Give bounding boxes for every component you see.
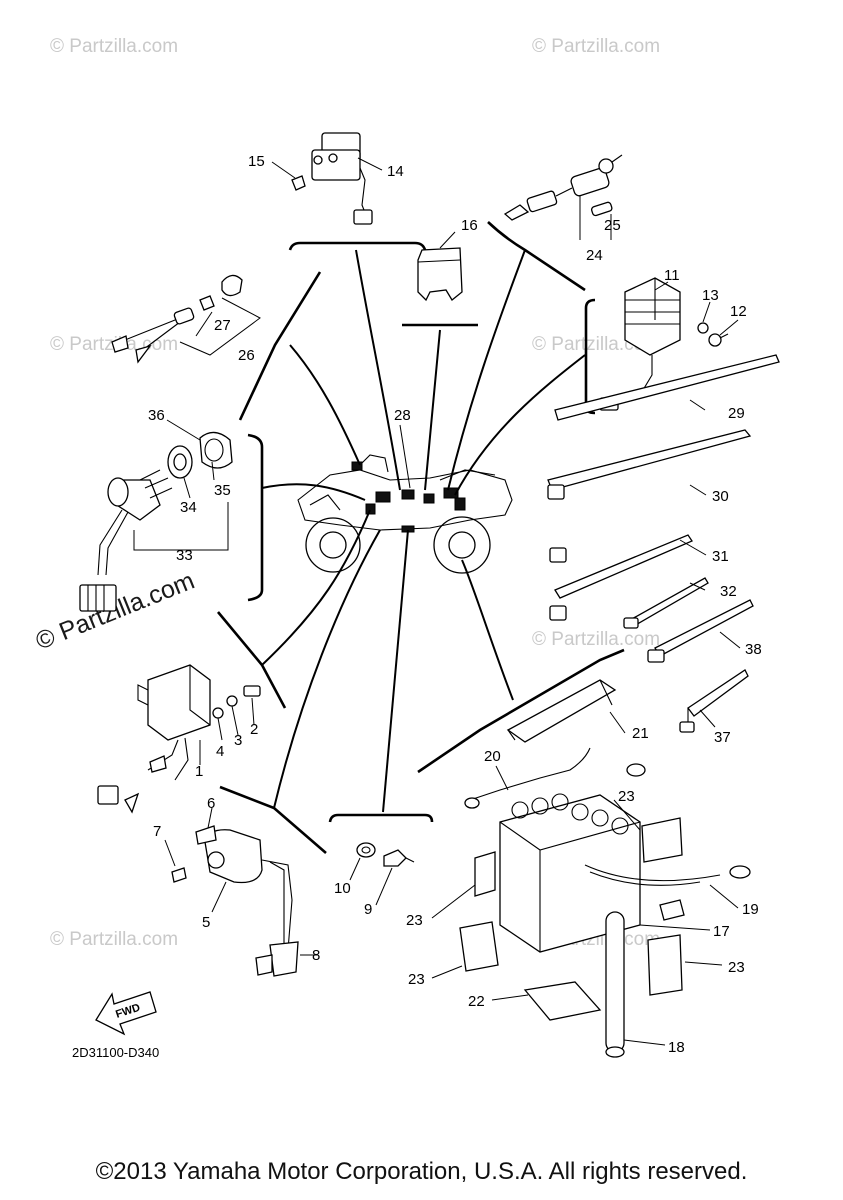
callout-2: 2 bbox=[250, 721, 258, 738]
leader-lines bbox=[133, 157, 741, 1046]
battery-pads bbox=[459, 817, 683, 1021]
callout-20: 20 bbox=[484, 748, 501, 765]
callout-11: 11 bbox=[664, 267, 680, 284]
callout-31: 31 bbox=[712, 548, 729, 565]
callout-16: 16 bbox=[461, 217, 478, 234]
callout-37: 37 bbox=[714, 729, 731, 746]
callout-7: 7 bbox=[153, 823, 161, 840]
callout-5: 5 bbox=[202, 914, 210, 931]
callout-25: 25 bbox=[604, 217, 621, 234]
callout-21: 21 bbox=[632, 725, 649, 742]
callout-36: 36 bbox=[148, 407, 165, 424]
fwd-arrow: FWD bbox=[95, 991, 157, 1036]
callout-34: 34 bbox=[180, 499, 197, 516]
callout-38: 38 bbox=[745, 641, 762, 658]
watermark: © Partzilla.com bbox=[50, 36, 178, 57]
watermark: © Partzilla.com bbox=[532, 36, 660, 57]
callout-19: 19 bbox=[742, 901, 759, 918]
watermark: © Partzilla.com bbox=[532, 629, 660, 650]
sensor-5 bbox=[171, 825, 299, 977]
main-switch-33 bbox=[79, 431, 233, 612]
callout-17: 17 bbox=[713, 923, 730, 940]
watermark: © Partzilla.com bbox=[50, 929, 178, 950]
callout-23-lower: 23 bbox=[408, 971, 425, 988]
callout-32: 32 bbox=[720, 583, 737, 600]
cover-16 bbox=[417, 247, 463, 302]
callout-15: 15 bbox=[248, 153, 265, 170]
callout-6: 6 bbox=[207, 795, 215, 812]
callout-26: 26 bbox=[238, 347, 255, 364]
callout-35: 35 bbox=[214, 482, 231, 499]
callout-12: 12 bbox=[730, 303, 747, 320]
group-brackets bbox=[216, 221, 625, 854]
cdi-unit-1 bbox=[97, 664, 261, 814]
battery-17 bbox=[464, 747, 751, 1058]
connector-lines bbox=[261, 249, 586, 813]
callout-9: 9 bbox=[364, 901, 372, 918]
callout-23-left: 23 bbox=[406, 912, 423, 929]
neutral-switch-9 bbox=[356, 842, 415, 867]
starter-relay-14 bbox=[291, 132, 373, 225]
callout-4: 4 bbox=[216, 743, 224, 760]
callout-27: 27 bbox=[214, 317, 231, 334]
callout-33: 33 bbox=[176, 547, 193, 564]
callout-13: 13 bbox=[702, 287, 719, 304]
callout-23-top: 23 bbox=[618, 788, 635, 805]
callout-18: 18 bbox=[668, 1039, 685, 1056]
drawing-code: 2D31100-D340 bbox=[72, 1045, 159, 1060]
callout-3: 3 bbox=[234, 732, 242, 749]
callout-24: 24 bbox=[586, 247, 603, 264]
ignition-coil-24 bbox=[503, 154, 623, 221]
callout-22: 22 bbox=[468, 993, 485, 1010]
callout-14: 14 bbox=[387, 163, 404, 180]
callout-1: 1 bbox=[195, 763, 203, 780]
callout-numbers: 15 14 25 24 16 11 13 12 27 26 28 29 36 3… bbox=[148, 153, 762, 1056]
callout-28: 28 bbox=[394, 407, 411, 424]
cable-ties bbox=[547, 354, 780, 733]
callout-23-right: 23 bbox=[728, 959, 745, 976]
battery-band-21 bbox=[506, 679, 617, 743]
sensor-26 bbox=[111, 274, 243, 364]
callout-10: 10 bbox=[334, 880, 351, 897]
callout-8: 8 bbox=[312, 947, 320, 964]
copyright-notice: ©2013 Yamaha Motor Corporation, U.S.A. A… bbox=[95, 1158, 748, 1185]
callout-30: 30 bbox=[712, 488, 729, 505]
callout-29: 29 bbox=[728, 405, 745, 422]
